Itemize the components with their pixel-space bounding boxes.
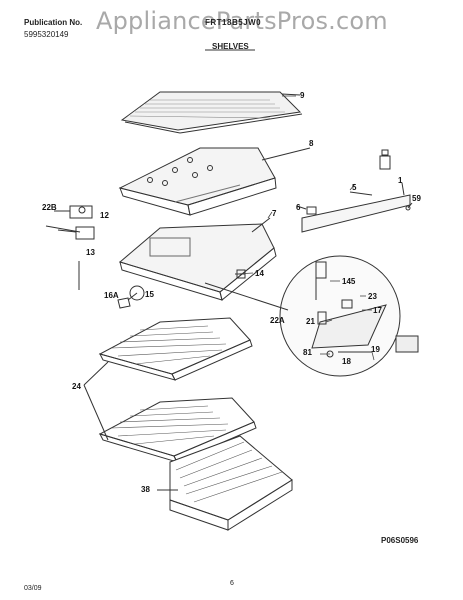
callout-17: 17: [373, 306, 382, 315]
callout-18: 18: [342, 357, 351, 366]
watermark-text: AppliancePartsPros.com: [96, 7, 388, 35]
footer-date: 03/09: [24, 585, 42, 592]
detail-16a-group: [78, 261, 145, 309]
callout-14: 14: [255, 269, 264, 278]
detail-22b-group: [45, 205, 95, 240]
callout-15: 15: [145, 290, 154, 299]
callout-81: 81: [303, 348, 312, 357]
callout-6: 6: [296, 203, 301, 212]
callout-24: 24: [72, 382, 81, 391]
callout-9: 9: [300, 91, 305, 100]
callout-145: 145: [342, 277, 356, 286]
clip-part-6: [296, 205, 317, 215]
callout-23: 23: [368, 292, 377, 301]
glass-shelf-part-9: [120, 91, 303, 134]
light-housing-detail-circle: [204, 255, 401, 377]
publication-number: 5995320149: [24, 30, 69, 39]
light-switch-part: [395, 335, 419, 353]
callout-8: 8: [309, 139, 314, 148]
callout-1: 1: [398, 176, 403, 185]
callout-leaders: [235, 95, 375, 361]
model-number: FRT18B5JW0: [205, 18, 262, 27]
callout-5: 5: [352, 183, 357, 192]
section-title: SHELVES: [212, 42, 249, 51]
figure-code: P06S0596: [381, 536, 419, 545]
callout-59: 59: [412, 194, 421, 203]
callout-19: 19: [371, 345, 380, 354]
wire-shelf-lower: [98, 397, 257, 463]
callout-38: 38: [141, 485, 150, 494]
crisper-cover-part-7: [118, 217, 277, 301]
callout-21: 21: [306, 317, 315, 326]
footer-page-number: 6: [230, 580, 234, 587]
callout-16a: 16A: [104, 291, 119, 300]
shelf-frame-part-8: [118, 147, 311, 216]
callout-22b: 22B: [42, 203, 57, 212]
wire-shelf-upper: [98, 317, 253, 381]
publication-label: Publication No.: [24, 18, 83, 27]
callout-7: 7: [272, 209, 277, 218]
callout-22a: 22A: [270, 316, 285, 325]
callout-13: 13: [86, 248, 95, 257]
wire-basket-part-38: [157, 435, 293, 531]
wire-shelf-leaders: [83, 361, 109, 441]
bracket-part-new: [379, 149, 391, 170]
rail-part-5: [301, 182, 413, 233]
callout-12: 12: [100, 211, 109, 220]
